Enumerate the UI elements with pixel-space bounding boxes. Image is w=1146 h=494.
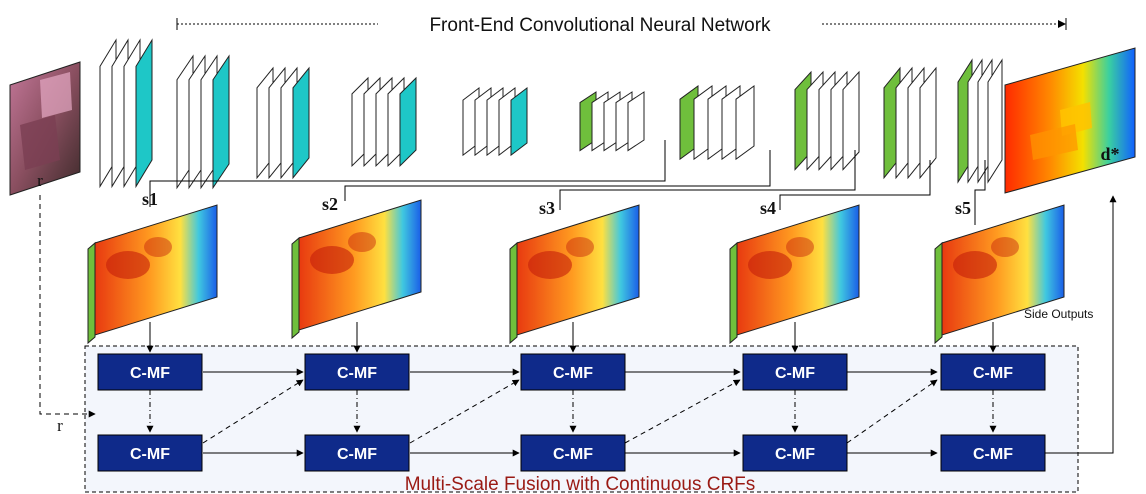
cmf-block: C-MF xyxy=(742,353,848,391)
side-output-label: s1 xyxy=(142,189,158,209)
cnn-side-connectors xyxy=(149,140,986,225)
cmf-label: C-MF xyxy=(553,446,593,463)
cnn-title-span: Front-End Convolutional Neural Network xyxy=(176,15,1067,36)
cmf-label: C-MF xyxy=(553,365,593,382)
cnn-layer-slab xyxy=(919,66,937,180)
side-output-map xyxy=(291,199,422,340)
cnn-layer-slab xyxy=(510,86,528,157)
cmf-block: C-MF xyxy=(940,434,1046,472)
fusion-connectors xyxy=(39,195,1117,457)
cmf-block: C-MF xyxy=(97,434,203,472)
cmf-block: C-MF xyxy=(97,353,203,391)
cmf-label: C-MF xyxy=(973,446,1013,463)
side-output-label: s3 xyxy=(539,198,555,218)
cnn-layer-slab xyxy=(735,85,755,161)
output-label: d* xyxy=(1100,144,1119,164)
cnn-layers xyxy=(99,38,1003,190)
side-output-map xyxy=(87,204,218,345)
side-output-label: s4 xyxy=(760,198,776,218)
cmf-label: C-MF xyxy=(337,365,377,382)
side-output-map xyxy=(729,204,860,345)
cnn-layer-slab xyxy=(292,66,310,180)
side-output-label: s2 xyxy=(322,194,338,214)
cmf-label: C-MF xyxy=(337,446,377,463)
cnn-layer-slab xyxy=(399,76,417,168)
cmf-label: C-MF xyxy=(130,446,170,463)
side-output-map xyxy=(509,204,640,345)
cnn-layer-slab xyxy=(627,91,645,152)
cnn-layer-slab xyxy=(212,54,230,190)
cmf-block: C-MF xyxy=(520,353,626,391)
side-output-maps: s1 s2 s3 s4 s5 xyxy=(87,189,1065,345)
side-output-map xyxy=(934,204,1065,345)
cmf-block: C-MF xyxy=(520,434,626,472)
input-label: r xyxy=(37,171,43,190)
cmf-boxes: C-MF C-MF C-MF C-MF C-MF C-MF C-MF C-MF C-MF C-MF xyxy=(97,353,1046,472)
cmf-block: C-MF xyxy=(304,353,410,391)
fusion-caption: Multi-Scale Fusion with Continuous CRFs xyxy=(405,474,756,494)
cmf-label: C-MF xyxy=(130,365,170,382)
cnn-layer-slab xyxy=(987,58,1003,184)
output-depth-map xyxy=(1004,47,1136,194)
side-to-fusion-arrows xyxy=(146,322,997,353)
cmf-block: C-MF xyxy=(304,434,410,472)
fusion-input-label: r xyxy=(57,416,63,435)
cnn-title: Front-End Convolutional Neural Network xyxy=(429,15,771,36)
cmf-block: C-MF xyxy=(742,434,848,472)
input-image xyxy=(9,61,81,196)
cnn-layer-slab xyxy=(135,38,153,189)
cmf-label: C-MF xyxy=(775,365,815,382)
side-outputs-caption: Side Outputs xyxy=(1024,307,1093,321)
cmf-block: C-MF xyxy=(940,353,1046,391)
cmf-label: C-MF xyxy=(973,365,1013,382)
cmf-label: C-MF xyxy=(775,446,815,463)
cnn-layer-slab xyxy=(842,70,860,171)
side-output-label: s5 xyxy=(955,198,971,218)
